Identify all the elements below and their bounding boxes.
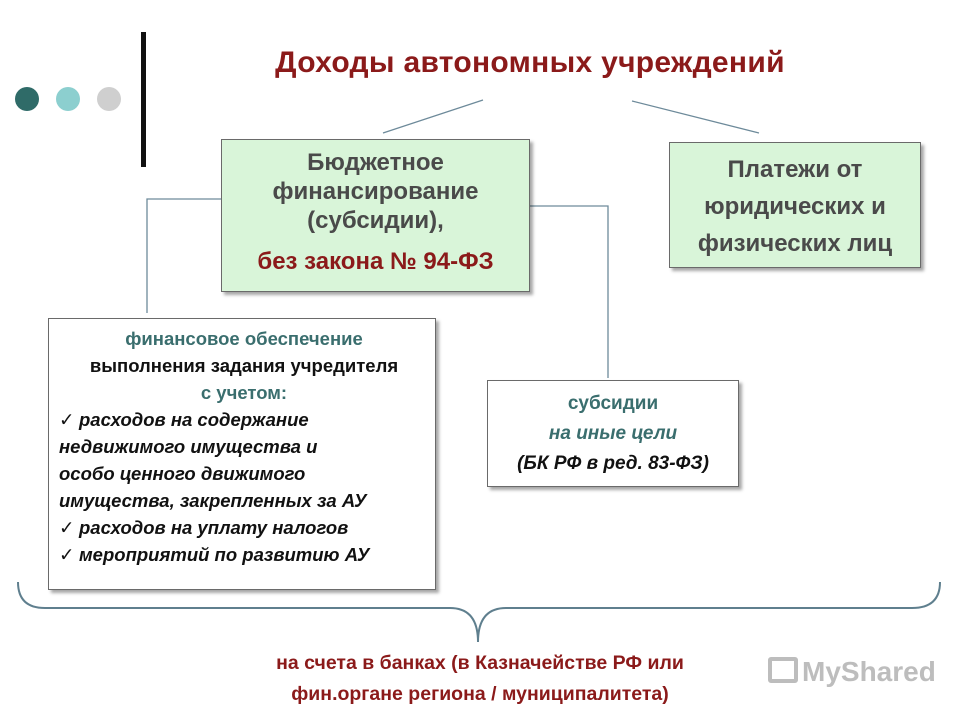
connector-title-to-payments <box>631 100 760 134</box>
subsidies-line-1: субсидии <box>567 393 659 414</box>
finsupport-item-1-line-2: недвижимого имущества и <box>59 436 318 457</box>
finsupport-line-2: выполнения задания учредителя <box>89 355 399 376</box>
watermark: MyShared <box>768 656 936 688</box>
payments-line-2: юридических и <box>704 193 886 220</box>
subsidies-line-2: на иные цели <box>548 423 678 444</box>
curly-brace <box>17 581 941 643</box>
decor-dot-dark <box>15 87 39 111</box>
finsupport-line-1: финансовое обеспечение <box>125 328 363 349</box>
payments-line-3: физических лиц <box>697 230 893 257</box>
budget-line-3: (субсидии), <box>307 207 444 234</box>
decor-dot-grey <box>97 87 121 111</box>
finsupport-line-3: с учетом: <box>200 382 288 403</box>
checkmark-icon: ✓ <box>59 409 75 430</box>
budget-law-note: без закона № 94-ФЗ <box>257 248 494 275</box>
footer-line-1: на счета в банках (в Казначействе РФ или <box>276 652 684 674</box>
finsupport-item-1-line-3: особо ценного движимого <box>59 463 306 484</box>
connector-title-to-budget <box>382 99 484 134</box>
finsupport-item-2-text: расходов на уплату налогов <box>79 517 349 538</box>
connector-budget-to-subsidies <box>530 205 609 378</box>
finsupport-item-1: ✓расходов на содержание <box>59 406 429 433</box>
financial-support-box: финансовое обеспечение выполнения задани… <box>48 318 436 590</box>
finsupport-item-3: ✓мероприятий по развитию АУ <box>59 541 429 568</box>
decor-vertical-bar <box>141 32 146 167</box>
finsupport-item-3-text: мероприятий по развитию АУ <box>79 544 370 565</box>
footer-line-2: фин.органе региона / муниципалитета) <box>291 683 669 705</box>
finsupport-item-1-line-1: расходов на содержание <box>79 409 309 430</box>
budget-line-1: Бюджетное <box>307 149 444 176</box>
decor-dot-light <box>56 87 80 111</box>
payments-line-1: Платежи от <box>727 156 863 183</box>
payments-box: Платежи от юридических и физических лиц <box>669 142 921 268</box>
checkmark-icon: ✓ <box>59 517 75 538</box>
diagram-title: Доходы автономных учреждений <box>275 46 785 79</box>
subsidies-line-3: (БК РФ в ред. 83-ФЗ) <box>517 453 709 474</box>
presentation-board-icon <box>768 657 798 683</box>
watermark-text: MyShared <box>802 656 936 687</box>
budget-financing-box: Бюджетное финансирование (субсидии), без… <box>221 139 530 292</box>
connector-budget-to-finsupport <box>146 198 221 313</box>
checkmark-icon: ✓ <box>59 544 75 565</box>
finsupport-item-1-line-4: имущества, закрепленных за АУ <box>59 490 367 511</box>
finsupport-item-2: ✓расходов на уплату налогов <box>59 514 429 541</box>
budget-line-2: финансирование <box>272 178 479 205</box>
subsidies-box: субсидии на иные цели (БК РФ в ред. 83-Ф… <box>487 380 739 487</box>
